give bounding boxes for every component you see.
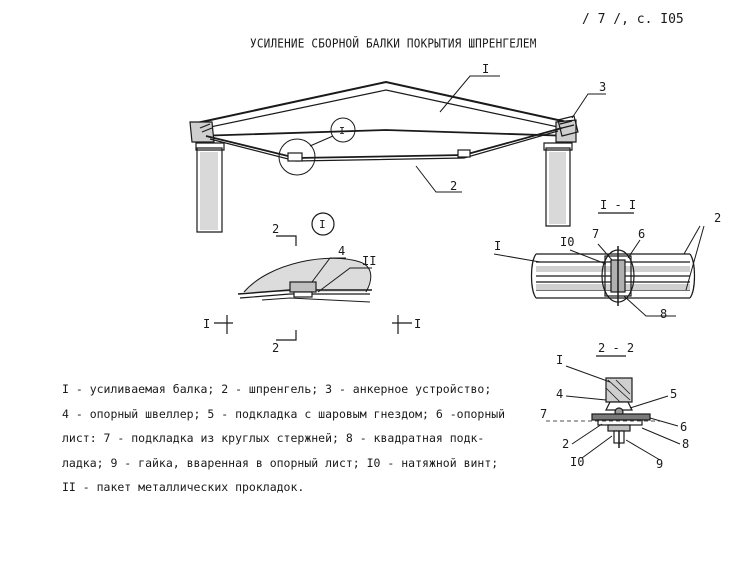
- label-detail-sec-left: I: [203, 317, 210, 331]
- label-detail-4: 4: [338, 244, 345, 258]
- legend-line: лист: 7 - подкладка из круглых стержней;…: [62, 431, 485, 445]
- label-section-2-5: 5: [670, 387, 677, 401]
- label-section-2-2: 2: [562, 437, 569, 451]
- label-section-I-6: 6: [638, 227, 645, 241]
- legend: I - усиливаемая балка; 2 - шпренгель; 3 …: [62, 377, 552, 500]
- label-section-I-I-title: I - I: [600, 198, 636, 212]
- legend-line: I - усиливаемая балка; 2 - шпренгель; 3 …: [62, 382, 492, 396]
- label-section-2-1: I: [556, 353, 563, 367]
- label-detail-cut-top: 2: [272, 222, 279, 236]
- label-section-2-8: 8: [682, 437, 689, 451]
- label-section-2-6: 6: [680, 420, 687, 434]
- label-section-2-2-title: 2 - 2: [598, 341, 634, 355]
- label-section-2-9: 9: [656, 457, 663, 471]
- label-section-2-7: 7: [540, 407, 547, 421]
- main-beam-elevation: [189, 75, 606, 233]
- section-2-2: [546, 355, 681, 461]
- page-reference: / 7 /, с. I05: [582, 12, 684, 27]
- page-title: УСИЛЕНИЕ СБОРНОЙ БАЛКИ ПОКРЫТИЯ ШПРЕНГЕЛ…: [250, 36, 537, 51]
- label-section-I-1: I: [494, 239, 501, 253]
- label-detail-marker: I: [319, 218, 326, 231]
- label-section-I-7: 7: [592, 227, 599, 241]
- label-section-I-10: I0: [560, 235, 574, 249]
- label-section-2-4: 4: [556, 387, 563, 401]
- label-main-3: 3: [599, 80, 606, 94]
- label-detail-cut-bottom: 2: [272, 341, 279, 355]
- label-main-1: I: [482, 62, 489, 76]
- legend-line: 4 - опорный швеллер; 5 - подкладка с шар…: [62, 406, 506, 421]
- label-section-I-2: 2: [714, 211, 721, 225]
- legend-line: ладка; 9 - гайка, вваренная в опорный ли…: [62, 455, 499, 470]
- label-detail-sec-right: I: [414, 317, 421, 331]
- label-section-2-10: I0: [570, 455, 584, 469]
- label-detail-11: II: [362, 254, 376, 268]
- section-I-I: [493, 212, 705, 317]
- label-section-I-8: 8: [660, 307, 667, 321]
- label-main-2: 2: [450, 179, 457, 193]
- detail-I: [214, 212, 412, 341]
- legend-line: II - пакет металлических прокладок.: [62, 480, 305, 494]
- label-main-callout: I: [339, 126, 345, 137]
